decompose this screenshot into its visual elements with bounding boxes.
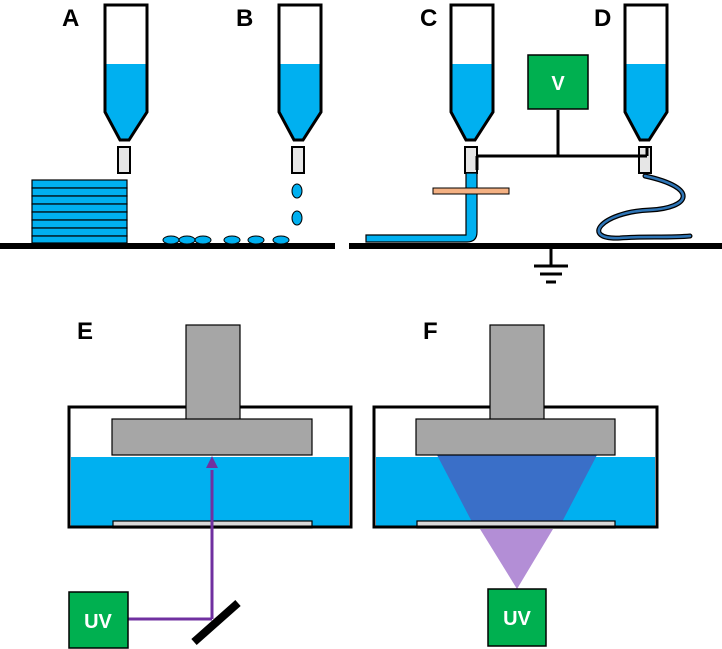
syringe-d-fluid (625, 64, 667, 140)
resin-e (71, 457, 349, 526)
panel-label-d: D (594, 5, 611, 32)
uv-laser-beam (128, 470, 214, 621)
nozzle-c (464, 146, 478, 174)
printed-layer-stack (31, 179, 128, 244)
syringe-b-fluid (279, 64, 321, 140)
ground-symbol (534, 249, 568, 284)
syringe-b (277, 3, 323, 174)
nozzle-a (117, 146, 131, 174)
drawn-filament (365, 172, 478, 243)
substrate-baseline-ab (0, 243, 335, 249)
syringe-c (449, 3, 495, 174)
projected-layer-region (437, 455, 597, 522)
panel-label-c: C (420, 5, 437, 32)
build-platform-e (111, 418, 313, 456)
deposited-droplets (162, 235, 290, 245)
panel-label-e: E (77, 318, 93, 345)
electrospun-fiber-outline (596, 173, 693, 241)
collector-collar (432, 187, 510, 195)
panel-label-a: A (62, 5, 79, 32)
high-voltage-wiring (475, 110, 649, 170)
beam-arrowhead (206, 456, 218, 468)
syringe-a-fluid (105, 64, 147, 140)
voltage-source-box (527, 54, 589, 110)
build-platform-f (415, 418, 616, 456)
build-platform-stem-e (185, 324, 241, 422)
uv-source-label-e: UV (84, 611, 112, 633)
falling-droplets (291, 183, 303, 226)
nozzle-d (638, 146, 652, 174)
electrospun-fiber (597, 174, 692, 240)
panel-ab: A B (0, 3, 335, 249)
panel-cd: C D V (349, 3, 722, 284)
uv-source-box-e (68, 591, 129, 649)
syringe-a (103, 3, 149, 174)
panel-label-b: B (236, 5, 253, 32)
syringe-d (623, 3, 669, 174)
substrate-baseline-cd (349, 243, 722, 249)
nozzle-b (291, 146, 305, 174)
scanning-mirror (191, 600, 241, 645)
panel-label-f: F (423, 318, 438, 345)
uv-source-box-f (487, 588, 547, 647)
uv-source-label-f: UV (503, 608, 531, 630)
syringe-c-fluid (451, 64, 493, 140)
uv-projection-cone (480, 529, 553, 589)
build-platform-stem-f (489, 324, 545, 422)
panel-e: E UV (67, 318, 353, 649)
voltage-source-label: V (551, 73, 565, 95)
panel-f: F UV (372, 318, 659, 647)
